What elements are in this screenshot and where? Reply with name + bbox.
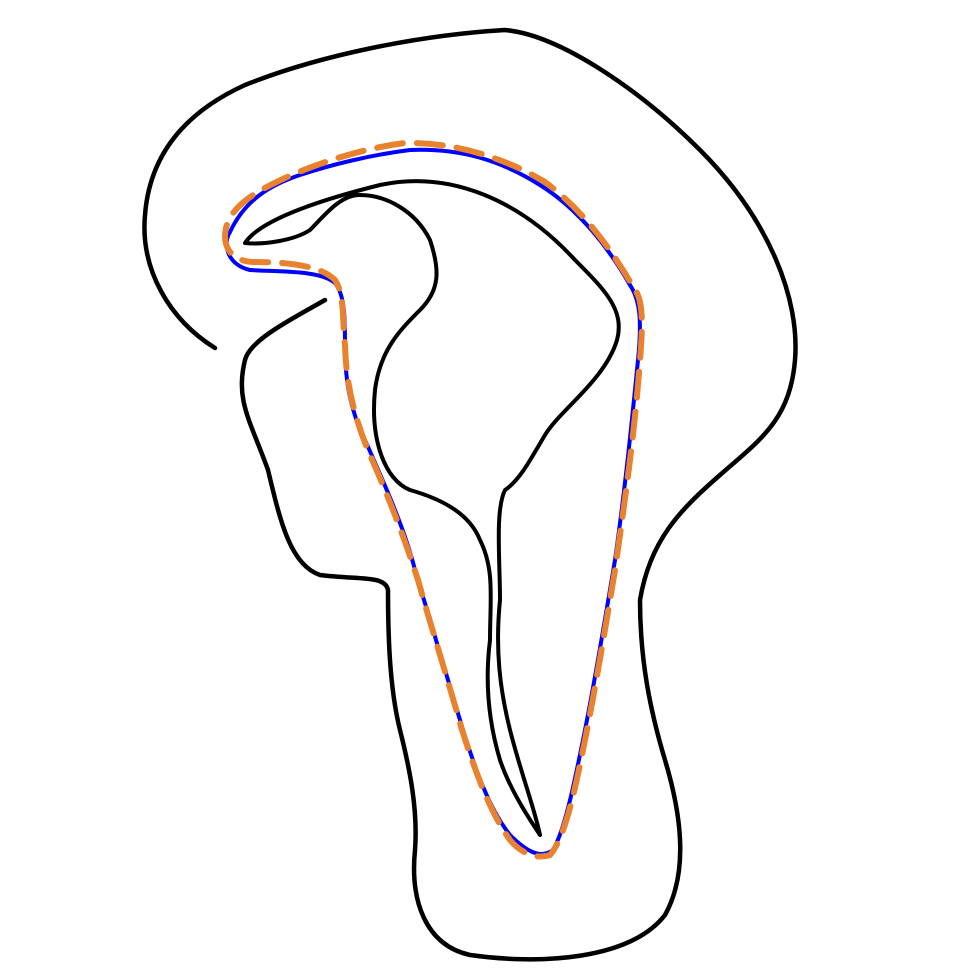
outer-boundary-contour (142, 27, 798, 962)
inner-boundary-contour (243, 179, 621, 837)
orange-contour (222, 139, 645, 860)
